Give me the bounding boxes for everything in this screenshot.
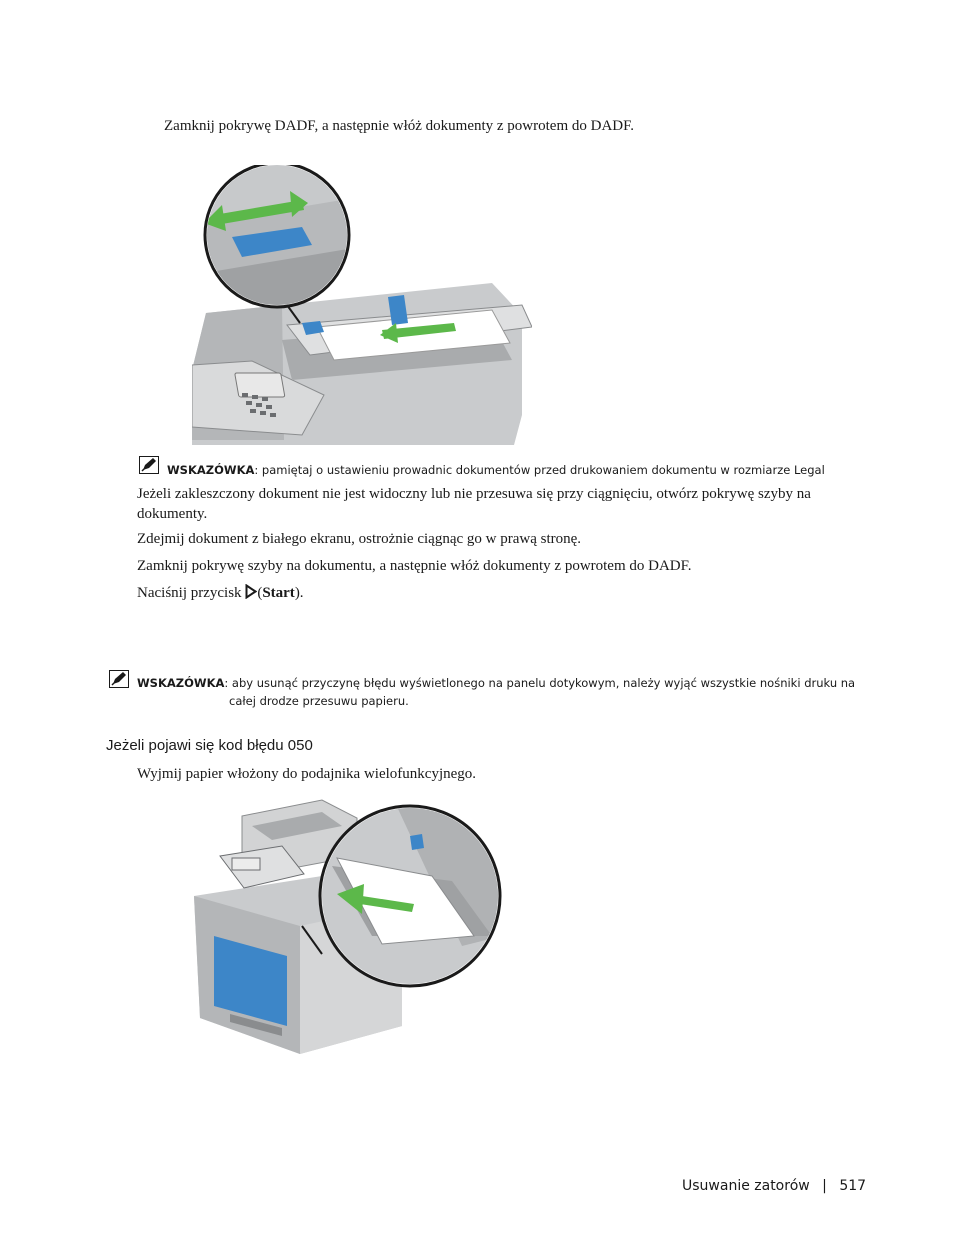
step-if-not-visible: Jeżeli zakleszczony dokument nie jest wi… — [137, 486, 811, 522]
pencil-note-icon — [139, 456, 159, 474]
press-button-prefix: Naciśnij przycisk — [137, 585, 242, 601]
footer-section-title: Usuwanie zatorów — [682, 1178, 810, 1194]
step-close-dadf-cover: Zamknij pokrywę DADF, a następnie włóż d… — [164, 118, 635, 134]
step-remove-from-white: Zdejmij dokument z białego ekranu, ostro… — [137, 531, 582, 547]
step-press-start: Naciśnij przycisk (Start). — [137, 583, 304, 603]
mpf-illustration — [192, 796, 504, 1054]
press-button-close: ). — [294, 585, 304, 601]
start-button-name: Start — [262, 585, 295, 601]
note-2-label: WSKAZÓWKA — [137, 676, 225, 690]
note-1-label: WSKAZÓWKA — [167, 463, 255, 477]
page-footer: Usuwanie zatorów | 517 — [682, 1178, 866, 1194]
note-1-text: : pamiętaj o ustawieniu prowadnic dokume… — [254, 463, 825, 477]
step-close-glass-cover: Zamknij pokrywę szyby na dokumentu, a na… — [137, 558, 692, 574]
note-2: WSKAZÓWKA: aby usunąć przyczynę błędu wy… — [137, 674, 855, 692]
footer-separator: | — [822, 1178, 827, 1194]
press-button-open: ( — [257, 585, 263, 601]
step-remove-paper-mpf: Wyjmij papier włożony do podajnika wielo… — [137, 766, 477, 782]
section-heading: Jeżeli pojawi się kod błędu 050 — [106, 737, 313, 754]
footer-page-number: 517 — [839, 1178, 867, 1194]
play-triangle-icon — [245, 584, 258, 599]
note-2-text-line1: : aby usunąć przyczynę błędu wyświetlone… — [224, 676, 856, 690]
note-1: WSKAZÓWKA: pamiętaj o ustawieniu prowadn… — [167, 461, 825, 479]
note-2-text-line2: całej drodze przesuwu papieru. — [229, 694, 409, 708]
dadf-illustration — [192, 165, 532, 445]
pencil-note-icon — [109, 670, 129, 688]
